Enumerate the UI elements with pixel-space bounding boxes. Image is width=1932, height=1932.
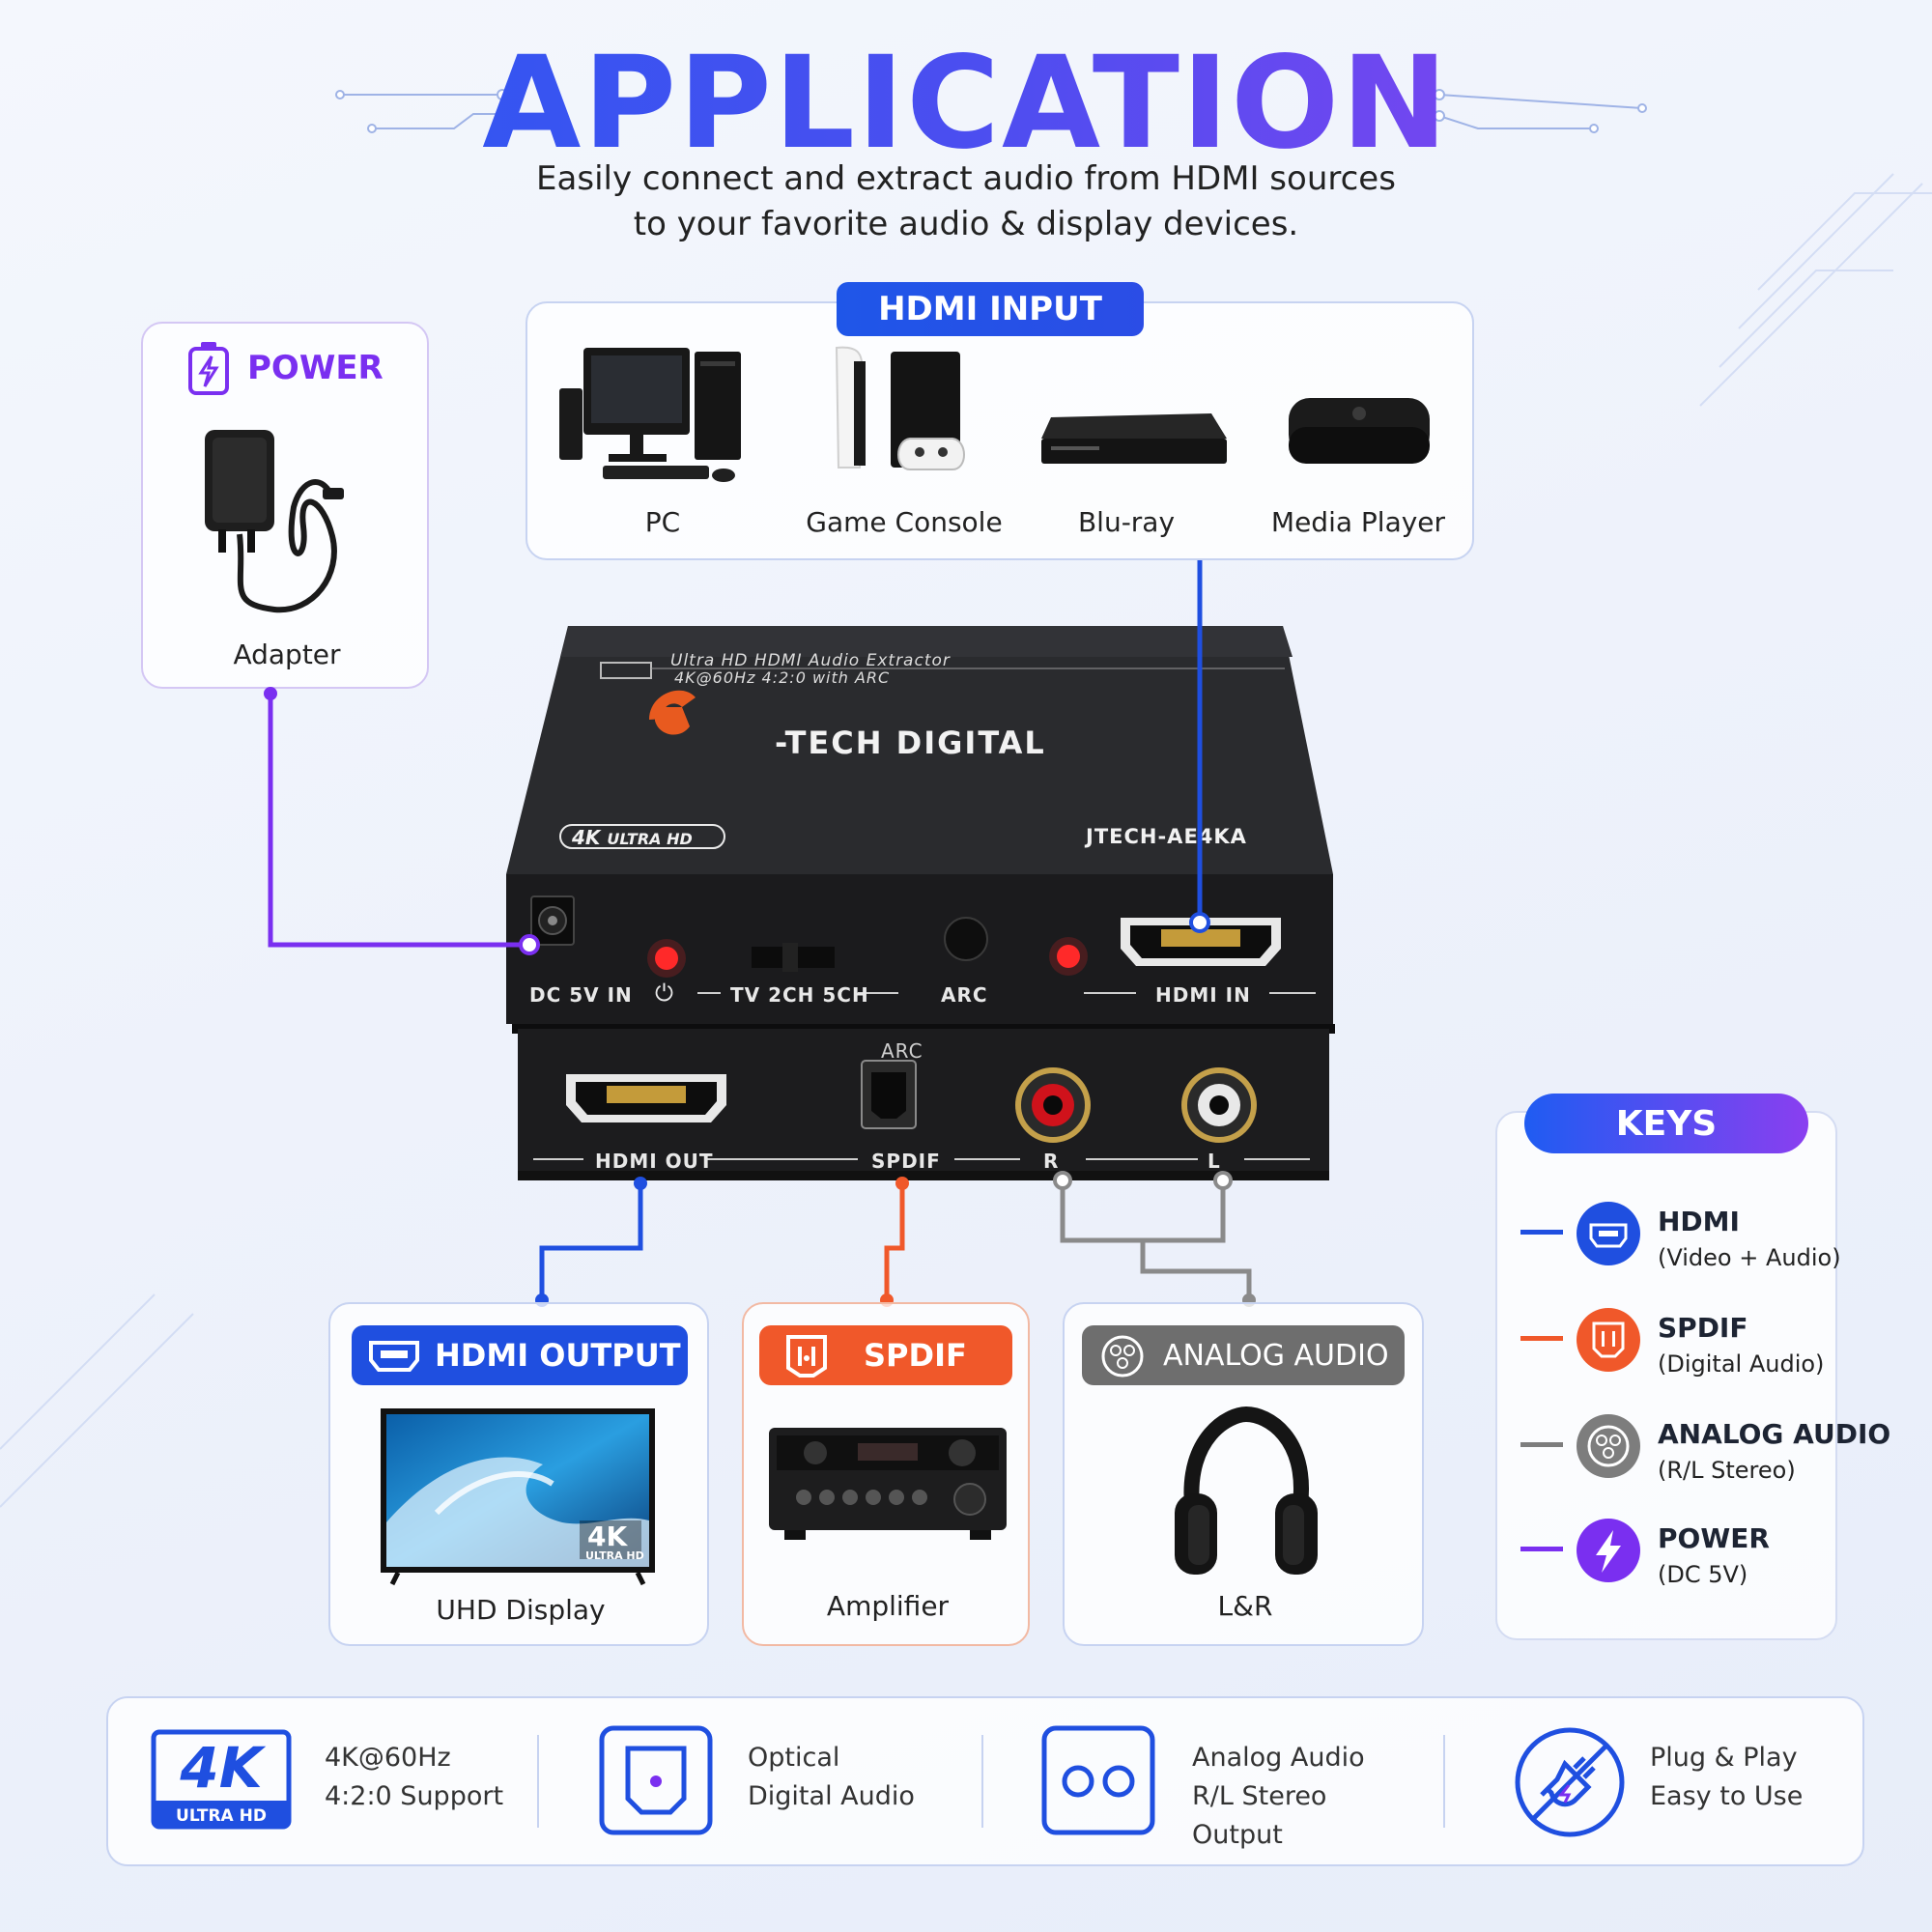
port-label-r: R [1043,1150,1060,1173]
port-label-l: L [1208,1150,1221,1173]
pc-image [559,348,741,482]
key-spdif-line [1520,1336,1563,1341]
media-player-image [1289,398,1430,464]
feature-plug-play-text: Plug & Play Easy to Use [1650,1743,1804,1811]
plug-and-play-icon [1515,1727,1625,1837]
amplifier-image [769,1428,1007,1540]
key-power-icon [1577,1519,1640,1582]
hdmi-input-title: HDMI INPUT [837,282,1144,336]
4k-ultra-hd-icon [151,1729,292,1830]
feature-divider [981,1735,983,1828]
port-label-dc-5v-in: DC 5V IN [529,983,633,1007]
power-adapter-label: Adapter [233,639,341,670]
keys-title: KEYS [1524,1094,1808,1153]
4k-icon-text: 4K [180,1735,263,1801]
feature-4k-text: 4K@60Hz 4:2:0 Support [325,1743,504,1811]
hdmi-input-device-media-player: Media Player [1270,506,1446,538]
port-label-spdif: SPDIF [871,1150,941,1173]
device-brand-logo: -TECH DIGITAL [775,724,1046,761]
tv-4k-badge: 4K [587,1520,628,1552]
hdmi-output-card: 4K ULTRA HD UHD Display [328,1302,709,1646]
tv-ultra-hd-badge: ULTRA HD [585,1549,644,1562]
optical-audio-icon [599,1725,713,1835]
feature-divider [1443,1735,1445,1828]
key-power-name: POWER [1658,1522,1770,1554]
key-hdmi-line [1520,1230,1563,1235]
device-4k-badge: 4K ULTRA HD [572,826,693,849]
key-hdmi-name: HDMI [1658,1206,1740,1237]
feature-analog-text: Analog Audio R/L Stereo Output [1192,1743,1365,1850]
spdif-device-label: Amplifier [826,1590,950,1622]
page-subtitle: Easily connect and extract audio from HD… [536,159,1396,243]
game-console-image [835,346,965,470]
key-power-line [1520,1547,1563,1551]
headphones-image [1175,1406,1318,1575]
audio-extractor-device [506,626,1335,1180]
key-spdif-name: SPDIF [1658,1312,1748,1344]
battery-icon [188,342,229,395]
key-power-desc: (DC 5V) [1658,1561,1748,1588]
key-spdif-icon [1577,1308,1640,1372]
analog-audio-icon [1101,1335,1144,1378]
power-symbol-icon: ⏻ [655,980,673,1007]
key-analog-name: ANALOG AUDIO [1658,1418,1891,1450]
power-adapter-image [205,430,344,613]
page-title: APPLICATION [0,29,1932,178]
power-card: POWER Adapter [141,322,429,689]
key-spdif-desc: (Digital Audio) [1658,1350,1825,1378]
key-hdmi-desc: (Video + Audio) [1658,1244,1841,1271]
key-analog-desc: (R/L Stereo) [1658,1457,1796,1484]
hdmi-input-device-pc: PC [644,506,681,538]
optical-port-icon [786,1335,827,1378]
uhd-display-image [381,1408,655,1586]
port-label-arc-button: ARC [941,983,988,1007]
blu-ray-image [1041,413,1227,464]
port-label-tv-2ch-5ch: TV 2CH 5CH [730,983,869,1007]
power-card-title: POWER [247,349,384,387]
key-hdmi-icon [1577,1202,1640,1265]
key-analog-line [1520,1442,1563,1447]
port-label-hdmi-out: HDMI OUT [595,1150,714,1173]
device-top-text-line1: Ultra HD HDMI Audio Extractor [670,651,951,670]
feature-divider [537,1735,539,1828]
hdmi-port-icon [369,1341,419,1372]
keys-card [1495,1111,1837,1640]
key-analog-icon [1577,1414,1640,1478]
device-model: JTECH-AE4KA [1086,825,1247,848]
device-top-text-line2: 4K@60Hz 4:2:0 with ARC [674,668,891,687]
port-label-arc: ARC [881,1039,923,1063]
analog-audio-device-label: L&R [1217,1590,1273,1622]
hdmi-input-card: PC Game Console Blu-ray Media Player [526,301,1474,560]
hdmi-output-device-label: UHD Display [436,1594,606,1626]
ultra-hd-icon-text: ULTRA HD [176,1806,267,1826]
feature-optical-text: Optical Digital Audio [748,1743,915,1811]
hdmi-input-device-game-console: Game Console [806,506,1003,538]
analog-rl-icon [1041,1725,1155,1835]
hdmi-input-device-blu-ray: Blu-ray [1077,506,1176,538]
analog-audio-title: ANALOG AUDIO [1082,1325,1405,1385]
port-label-hdmi-in: HDMI IN [1155,983,1251,1007]
